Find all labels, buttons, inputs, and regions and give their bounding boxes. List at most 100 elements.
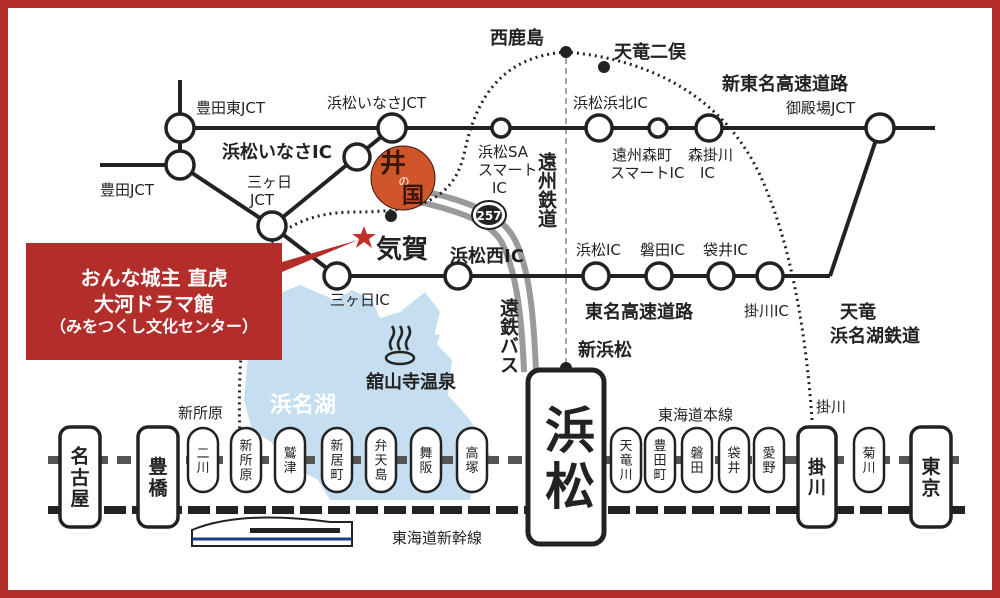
- label-tokaido-shinkansen: 東海道新幹線: [392, 529, 482, 547]
- svg-text:町: 町: [653, 468, 666, 483]
- station-e2: 磐田: [680, 426, 714, 494]
- station-5: 舞阪: [409, 426, 443, 494]
- svg-text:橋: 橋: [148, 476, 168, 499]
- label-iwata-ic: 磐田IC: [640, 241, 685, 259]
- svg-text:所: 所: [239, 454, 252, 469]
- svg-text:井: 井: [727, 461, 740, 476]
- lake-inlet: [398, 330, 440, 380]
- svg-text:の: の: [399, 175, 410, 188]
- interchanges: [164, 112, 896, 291]
- label-morikakegawa: 森掛川: [688, 146, 733, 164]
- callout-line3: （みをつくし文化センター）: [49, 317, 258, 337]
- svg-text:田: 田: [690, 461, 703, 476]
- svg-text:磐: 磐: [690, 446, 703, 461]
- station-dot-kiga: [385, 210, 397, 222]
- svg-text:菊: 菊: [862, 446, 875, 461]
- svg-text:川: 川: [619, 468, 632, 483]
- label-hamamatsu-inasa-jct: 浜松いなさJCT: [327, 94, 427, 112]
- station-e4: 愛野: [752, 426, 786, 494]
- svg-text:町: 町: [330, 468, 343, 483]
- svg-text:川: 川: [862, 461, 875, 476]
- svg-text:IC: IC: [492, 179, 507, 197]
- label-hamamatsu-ic: 浜松IC: [576, 241, 621, 259]
- svg-text:国: 国: [402, 184, 424, 209]
- label-shinjohara: 新所原: [178, 404, 223, 422]
- svg-text:古: 古: [70, 466, 89, 489]
- label-shin-tomei: 新東名高速道路: [722, 73, 849, 95]
- ii-no-kuni-logo: 井 の 国: [370, 145, 436, 211]
- station-0: 二川: [186, 426, 220, 494]
- station-4: 弁天島: [364, 426, 398, 494]
- label-shin-hamamatsu: 新浜松: [578, 339, 632, 361]
- hamamatsu-station-box: [525, 367, 607, 547]
- svg-text:257: 257: [476, 209, 501, 223]
- svg-text:川: 川: [196, 461, 209, 476]
- label-hamamatsu-station: 浜松: [537, 404, 595, 516]
- svg-text:新: 新: [330, 438, 343, 454]
- svg-text:阪: 阪: [419, 461, 432, 476]
- svg-text:愛: 愛: [762, 446, 775, 461]
- label-hamamatsu-hamakita-ic: 浜松浜北IC: [573, 94, 648, 112]
- label-tenryu-hamanako: 天竜: [840, 301, 876, 323]
- label-mikkabi-ic: 三ヶ日IC: [330, 291, 390, 309]
- label-kakegawa-rail: 掛川: [816, 398, 846, 416]
- station-2: 鷲津: [273, 426, 307, 494]
- label-gotemba-jct: 御殿場JCT: [786, 99, 856, 117]
- label-hamamatsu-nishi-ic: 浜松西IC: [450, 245, 524, 267]
- star-icon: [352, 226, 376, 248]
- route-257-shield: 257: [471, 200, 507, 230]
- svg-text:新: 新: [239, 438, 252, 454]
- label-kakegawa-ic: 掛川IC: [744, 302, 789, 320]
- callout-line1: おんな城主 直虎: [80, 266, 228, 291]
- svg-text:塚: 塚: [465, 461, 478, 476]
- station-toyohashi: 豊橋: [136, 425, 180, 529]
- label-tomei: 東名高速道路: [585, 301, 694, 323]
- svg-text:天: 天: [374, 454, 387, 469]
- station-1: 新所原: [229, 426, 263, 494]
- svg-text:鷲: 鷲: [283, 446, 296, 461]
- label-enshu-morimachi: 遠州森町: [612, 146, 672, 164]
- label-toyota-higashi-jct: 豊田東JCT: [196, 99, 266, 117]
- label-hamanako: 浜名湖: [270, 392, 336, 418]
- svg-text:屋: 屋: [70, 488, 89, 510]
- station-e0: 天竜川: [609, 426, 643, 494]
- station-6: 高塚: [455, 426, 489, 494]
- pointer-triangle: [282, 240, 358, 272]
- svg-text:弁: 弁: [374, 439, 387, 454]
- label-nishikashima: 西鹿島: [490, 27, 544, 49]
- svg-text:京: 京: [921, 476, 940, 499]
- drama-hall-callout: おんな城主 直虎 大河ドラマ館 （みをつくし文化センター）: [26, 243, 282, 360]
- svg-text:掛: 掛: [808, 456, 827, 478]
- svg-text:豊: 豊: [653, 439, 666, 454]
- label-tokaido-main-line: 東海道本線: [658, 406, 733, 424]
- svg-text:JCT: JCT: [249, 191, 275, 209]
- callout-line2: 大河ドラマ館: [94, 292, 214, 317]
- entetsu-bus-route: [419, 187, 539, 373]
- svg-text:高: 高: [465, 445, 478, 461]
- svg-text:浜名湖鉄道: 浜名湖鉄道: [830, 325, 920, 347]
- svg-text:野: 野: [762, 461, 775, 476]
- svg-text:竜: 竜: [619, 454, 632, 469]
- station-dot-tenryufutamata: [598, 61, 610, 73]
- svg-text:津: 津: [283, 461, 296, 476]
- svg-text:島: 島: [374, 468, 387, 483]
- svg-text:豊: 豊: [148, 455, 167, 478]
- label-entetsu-bus: 遠鉄バス: [497, 298, 519, 374]
- svg-text:スマート: スマート: [478, 161, 538, 179]
- svg-text:東: 東: [921, 455, 940, 478]
- svg-text:天: 天: [619, 439, 632, 454]
- svg-text:二: 二: [196, 446, 209, 461]
- label-fukuroi-ic: 袋井IC: [703, 241, 748, 259]
- svg-text:名: 名: [70, 445, 89, 468]
- svg-text:袋: 袋: [727, 446, 740, 461]
- shinkansen-train-icon: [191, 516, 353, 547]
- station-3: 新居町: [320, 426, 354, 494]
- svg-text:舞: 舞: [419, 446, 432, 461]
- station-kakegawa: 掛川: [796, 425, 838, 529]
- label-hamamatsu-sa: 浜松SA: [478, 143, 529, 161]
- station-e3: 袋井: [717, 426, 751, 494]
- station-kikugawa: 菊川: [852, 426, 886, 494]
- label-kiga: 気賀: [376, 234, 428, 265]
- label-toyota-jct: 豊田JCT: [100, 181, 155, 199]
